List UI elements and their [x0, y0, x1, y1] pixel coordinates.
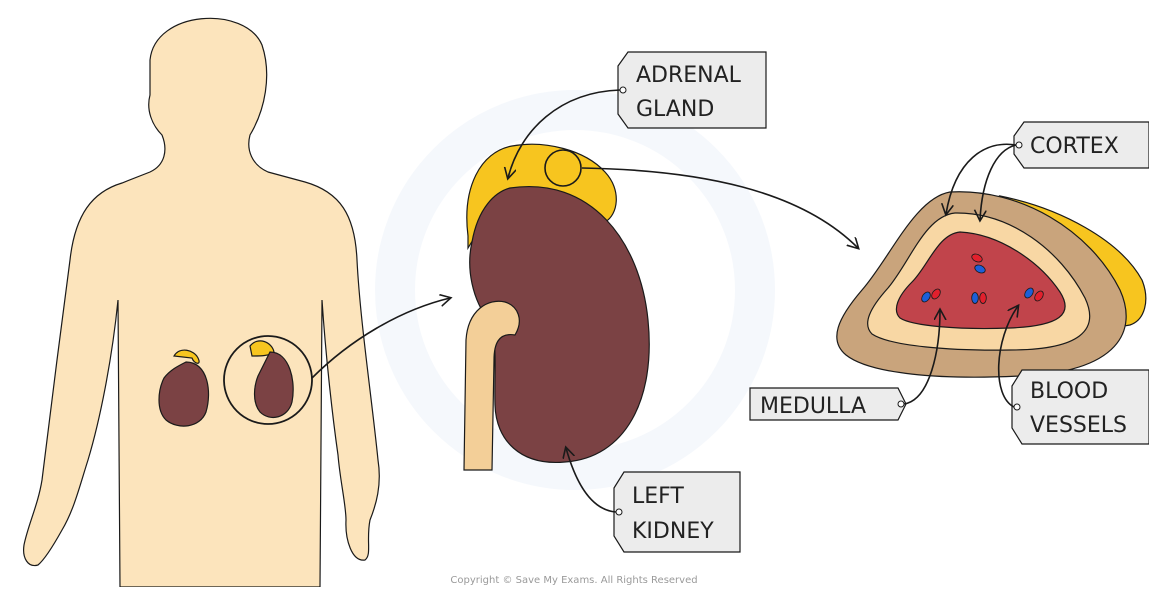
- label-adrenal-line2: GLAND: [636, 97, 714, 122]
- label-tag-left-kidney: LEFT KIDNEY: [614, 472, 740, 552]
- label-medulla: MEDULLA: [760, 394, 866, 419]
- label-adrenal-line1: ADRENAL: [636, 63, 742, 88]
- label-tag-cortex: CORTEX: [1014, 122, 1149, 168]
- enlarged-kidney: [464, 144, 649, 470]
- label-blood-line2: VESSELS: [1030, 413, 1127, 438]
- label-tag-blood-vessels: BLOOD VESSELS: [1012, 370, 1149, 444]
- label-left-line2: KIDNEY: [632, 519, 714, 544]
- label-cortex: CORTEX: [1030, 134, 1119, 159]
- label-tag-adrenal-gland: ADRENAL GLAND: [618, 52, 766, 128]
- copyright-notice: Copyright © Save My Exams. All Rights Re…: [450, 575, 697, 586]
- human-body-silhouette: [24, 18, 380, 587]
- adrenal-cross-section: [837, 192, 1146, 377]
- label-blood-line1: BLOOD: [1030, 379, 1108, 404]
- label-left-line1: LEFT: [632, 484, 684, 509]
- label-tag-medulla: MEDULLA: [750, 388, 906, 420]
